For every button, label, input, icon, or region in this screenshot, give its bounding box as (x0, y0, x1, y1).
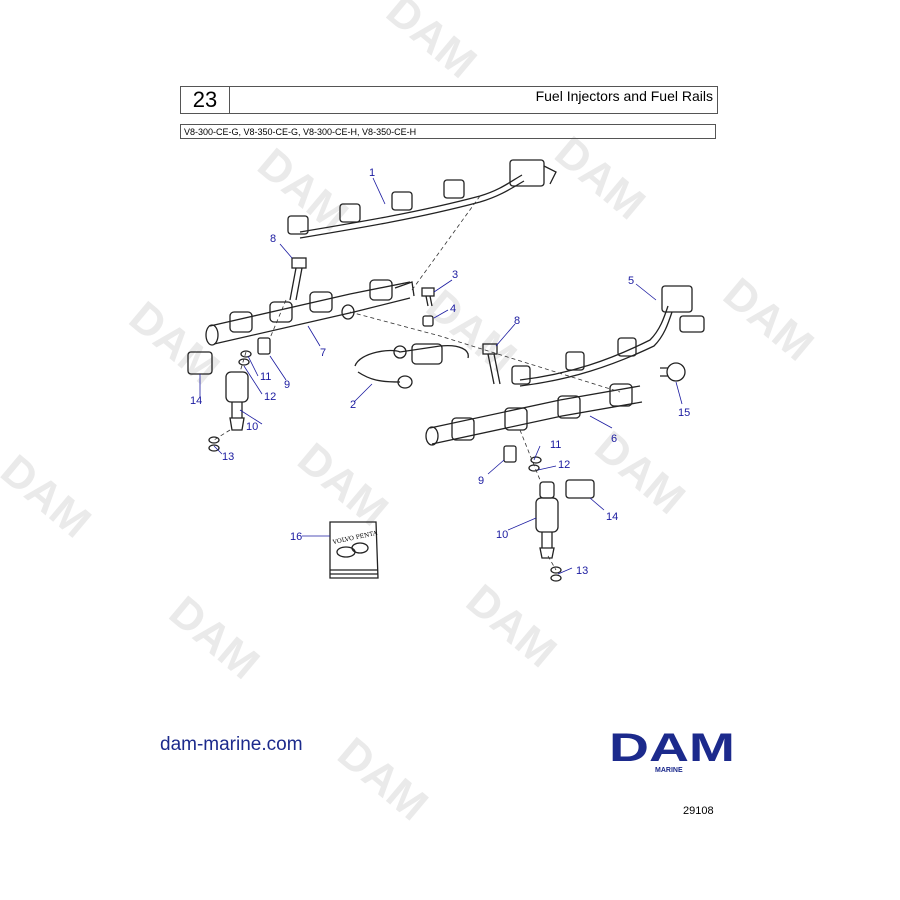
callout-6: 6 (611, 433, 617, 445)
callout-16: 16 (290, 531, 302, 543)
seal-kit (329, 521, 379, 579)
clip-9-right (503, 445, 517, 463)
callout-11-left: 11 (260, 371, 271, 383)
dam-logo: DAM (609, 727, 735, 770)
fuel-rail-right (425, 383, 643, 446)
connector-14-right (565, 479, 595, 499)
callout-7: 7 (320, 347, 326, 359)
callout-10-right: 10 (496, 529, 508, 541)
callout-4: 4 (450, 303, 456, 315)
diagram-code: 29108 (683, 805, 714, 817)
logo-text: DAM (609, 727, 735, 770)
callout-1: 1 (369, 167, 375, 179)
bolt-8-left (289, 257, 307, 301)
wiring-harness-lower (511, 285, 705, 387)
callout-13-right: 13 (576, 565, 588, 577)
page-title: Fuel Injectors and Fuel Rails (535, 88, 713, 104)
callout-12-right: 12 (558, 459, 570, 471)
callout-5: 5 (628, 275, 634, 287)
callout-11-right: 11 (550, 439, 561, 451)
header-box: 23 Fuel Injectors and Fuel Rails (180, 86, 718, 114)
clip-9-left (257, 337, 271, 355)
fuel-rail-left (205, 279, 415, 346)
callout-2: 2 (350, 399, 356, 411)
callout-14-left: 14 (190, 395, 202, 407)
wiring-harness-upper (287, 159, 557, 239)
bolt-8-right (482, 343, 501, 385)
callout-15: 15 (678, 407, 690, 419)
callout-9-right: 9 (478, 475, 484, 487)
fuel-crossover-line (354, 343, 469, 389)
connector-14-left (187, 351, 213, 375)
callout-10-left: 10 (246, 421, 258, 433)
injector-left (225, 371, 249, 431)
orings-left (208, 350, 252, 452)
logo-subtitle: MARINE (655, 767, 683, 774)
pressure-sensor (660, 362, 686, 382)
callout-8-right: 8 (514, 315, 520, 327)
website-link[interactable]: dam-marine.com (160, 734, 303, 755)
callout-9-left: 9 (284, 379, 290, 391)
callout-8-left: 8 (270, 233, 276, 245)
bolt-3 (421, 287, 435, 307)
callout-14-right: 14 (606, 511, 618, 523)
model-list: V8-300-CE-G, V8-350-CE-G, V8-300-CE-H, V… (180, 124, 716, 139)
callout-12-left: 12 (264, 391, 276, 403)
callout-13-left: 13 (222, 451, 234, 463)
section-number: 23 (181, 87, 230, 113)
injector-right (535, 481, 559, 559)
spacer-4 (422, 315, 434, 327)
callout-3: 3 (452, 269, 458, 281)
